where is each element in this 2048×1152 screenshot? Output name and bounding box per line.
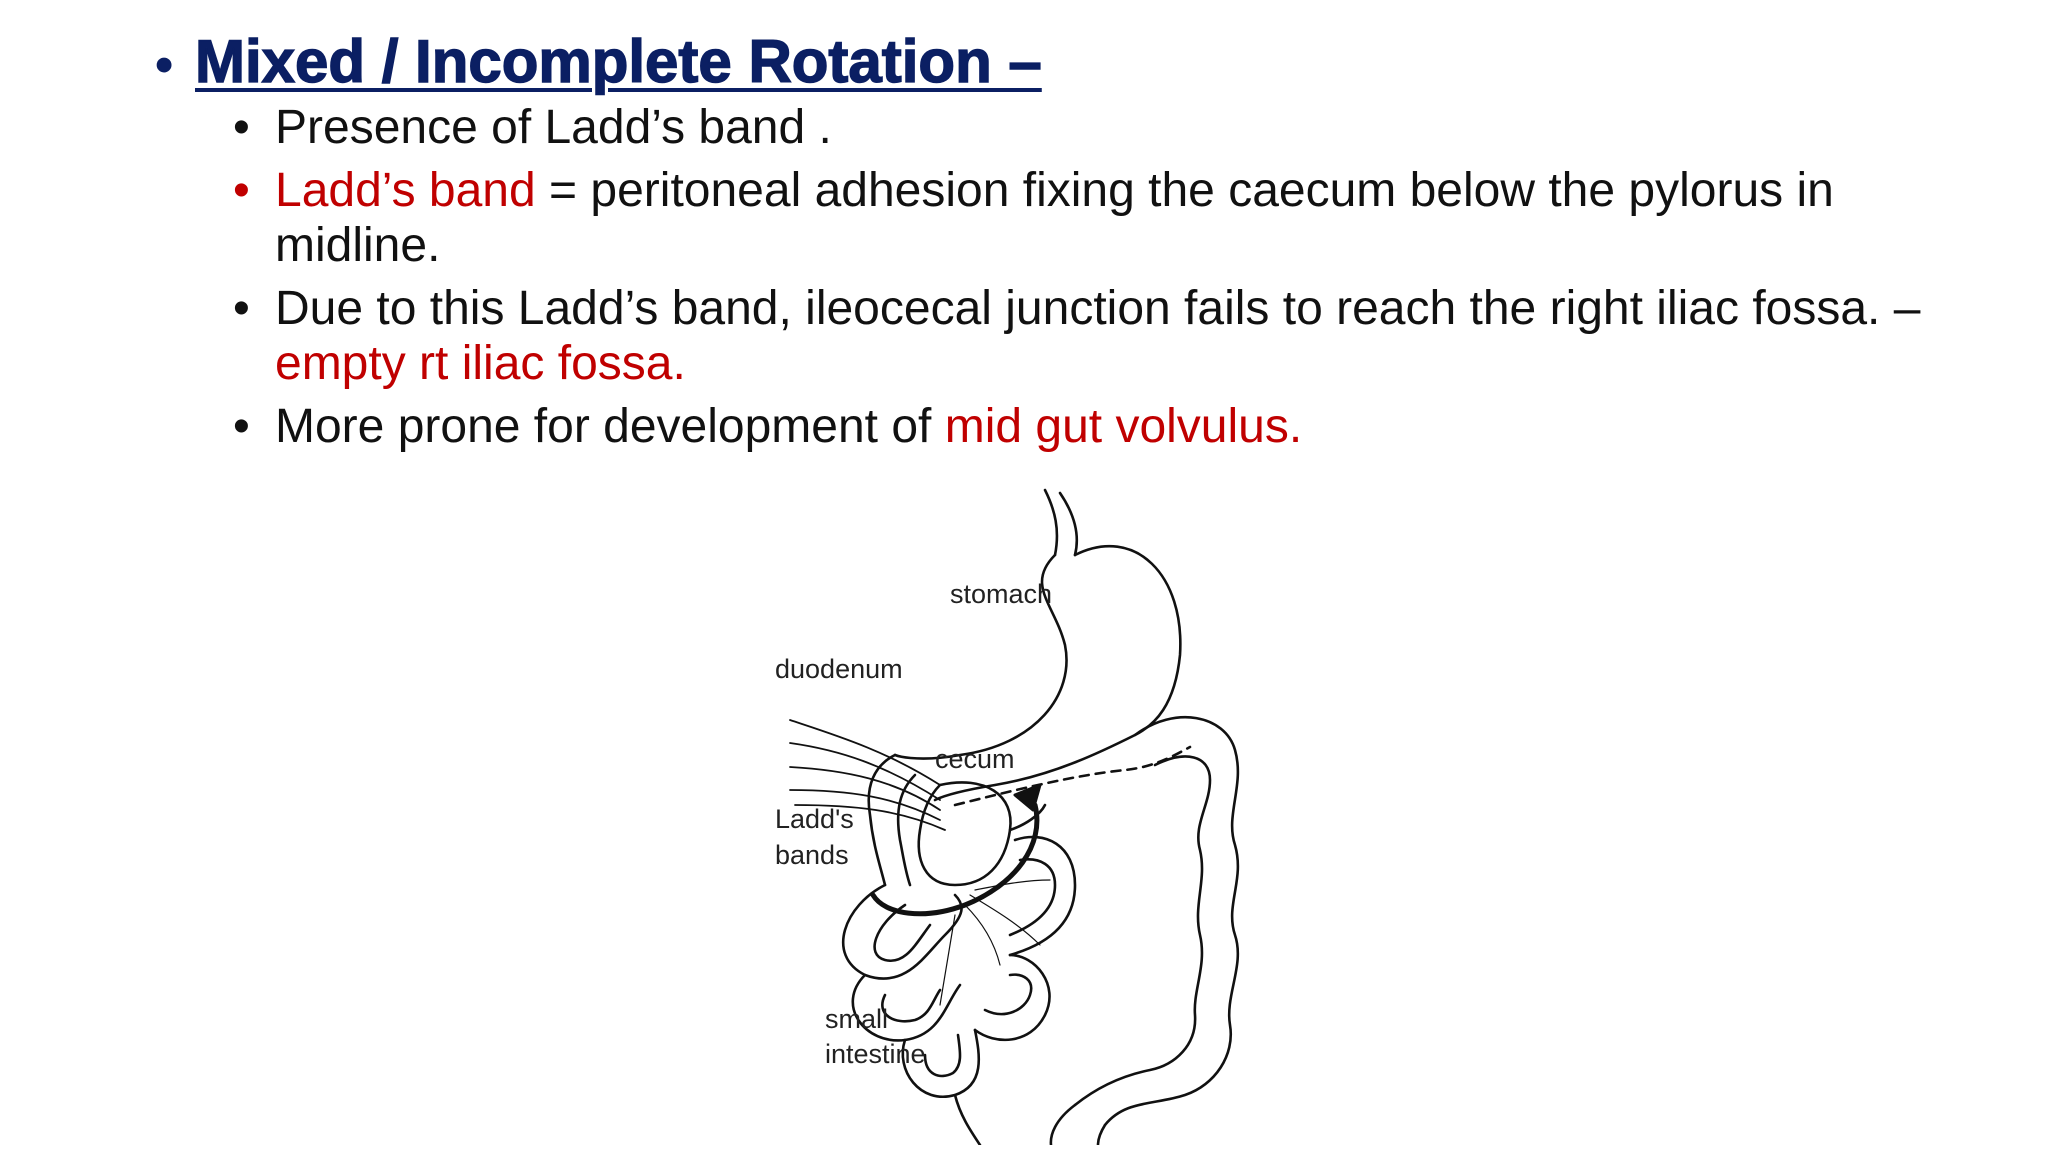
heading-bullet: • bbox=[155, 36, 174, 94]
mesentery-line bbox=[974, 879, 1051, 891]
label-stomach: stomach bbox=[950, 579, 1052, 609]
colon-outline bbox=[1103, 715, 1240, 1127]
bullet-dot: • bbox=[233, 101, 250, 154]
duodenum-outline bbox=[896, 773, 917, 887]
label-cecum: cecum bbox=[935, 744, 1015, 774]
bullet-list: • Presence of Ladd’s band . • Ladd’s ban… bbox=[233, 100, 1973, 462]
bullet-dot: • bbox=[233, 164, 250, 217]
bullet-text: Presence of Ladd’s band . bbox=[275, 101, 832, 154]
label-duodenum: duodenum bbox=[775, 654, 903, 684]
bullet-highlight: empty rt iliac fossa. bbox=[275, 337, 686, 390]
bullet-highlight: Ladd’s band bbox=[275, 164, 536, 217]
cecum-outline bbox=[917, 781, 1012, 887]
slide-heading: • Mixed / Incomplete Rotation – bbox=[155, 22, 1042, 105]
label-ladds-bands-line2: bands bbox=[775, 840, 849, 870]
bullet-item-ileocecal-junction: • Due to this Ladd’s band, ileocecal jun… bbox=[233, 281, 1973, 391]
ladds-band-line bbox=[789, 719, 941, 786]
small-intestine-outline bbox=[1008, 858, 1057, 937]
bullet-item-volvulus: • More prone for development of mid gut … bbox=[233, 399, 1973, 454]
small-intestine-outline bbox=[1008, 835, 1077, 957]
stomach-outline bbox=[893, 553, 1068, 760]
label-small-intestine-line2: intestine bbox=[825, 1039, 926, 1069]
cecum-outline bbox=[1008, 803, 1047, 832]
bullet-text: More prone for development of bbox=[275, 400, 945, 453]
small-intestine-outline bbox=[973, 953, 1051, 1042]
gut-illustration: stomach duodenum cecum Ladd's bands smal… bbox=[775, 488, 1240, 1147]
colon-outline bbox=[953, 1093, 982, 1147]
colon-outline bbox=[1073, 755, 1212, 1107]
duodenum-outline bbox=[867, 753, 897, 887]
ladds-band-line bbox=[789, 742, 941, 801]
small-intestine-outline bbox=[873, 903, 932, 963]
ladds-band-line bbox=[789, 766, 941, 811]
mesentery-line bbox=[969, 894, 1041, 946]
mesentery-line bbox=[964, 904, 1001, 966]
ladds-band-line bbox=[794, 804, 946, 831]
bullet-text: = peritoneal adhesion fixing the caecum … bbox=[275, 164, 1834, 272]
label-ladds-bands-line1: Ladd's bbox=[775, 804, 854, 834]
small-intestine-outline bbox=[923, 1033, 962, 1078]
bullet-dot: • bbox=[233, 400, 250, 453]
small-intestine-outline bbox=[842, 883, 963, 980]
bullet-item-ladds-definition: • Ladd’s band = peritoneal adhesion fixi… bbox=[233, 163, 1973, 273]
small-intestine-outline bbox=[881, 988, 942, 1023]
heading-title: Mixed / Incomplete Rotation – bbox=[194, 27, 1042, 95]
bullet-text: Due to this Ladd’s band, ileocecal junct… bbox=[275, 282, 1921, 335]
label-small-intestine-line1: small bbox=[825, 1004, 888, 1034]
malrotation-diagram: stomach duodenum cecum Ladd's bands smal… bbox=[755, 485, 1295, 1147]
bullet-item-ladds-presence: • Presence of Ladd’s band . bbox=[233, 100, 1973, 155]
colon-outline bbox=[1049, 1103, 1077, 1147]
bullet-dot: • bbox=[233, 282, 250, 335]
esophagus-outline bbox=[1058, 491, 1079, 557]
bullet-highlight: mid gut volvulus. bbox=[944, 400, 1303, 453]
small-intestine-outline bbox=[983, 973, 1033, 1016]
colon-outline bbox=[1096, 1123, 1107, 1147]
esophagus-outline bbox=[1043, 488, 1059, 557]
rotation-arrow-head bbox=[1013, 783, 1042, 812]
mesentery-line bbox=[939, 914, 956, 1006]
